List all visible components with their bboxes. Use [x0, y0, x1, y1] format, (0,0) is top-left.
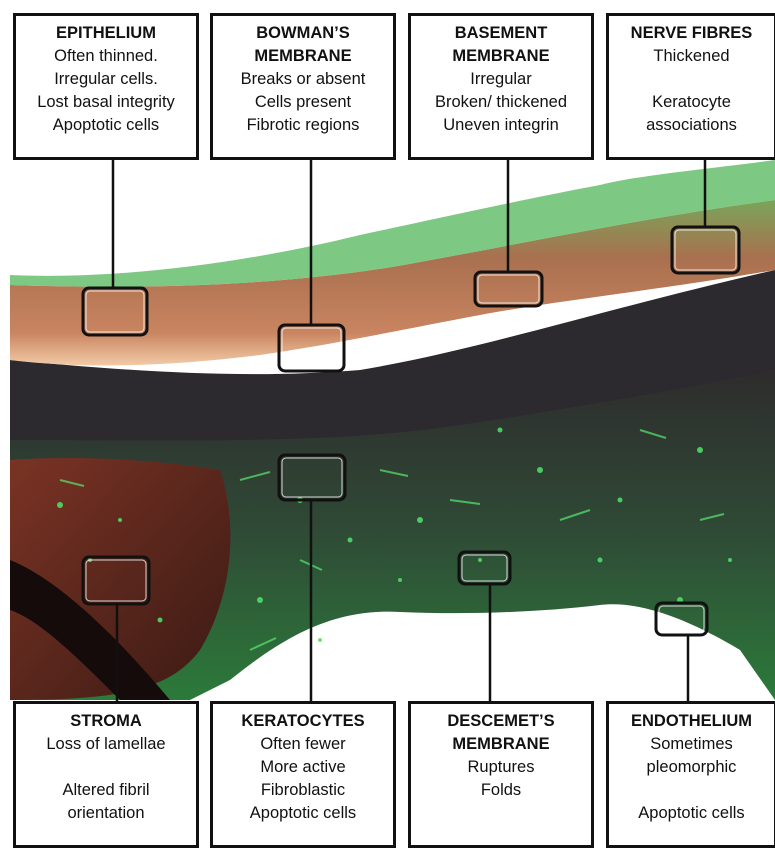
bowmans-line-2: Cells present [213, 91, 393, 114]
epithelium-title: EPITHELIUM [16, 22, 196, 45]
descemets-title-1: DESCEMET’S [411, 710, 591, 733]
nerve-fibres-line-3: Keratocyte [609, 91, 774, 114]
basement-line-1: Irregular [411, 68, 591, 91]
nerve-fibres-line-2 [609, 68, 774, 91]
stroma-line-1: Loss of lamellae [16, 733, 196, 756]
stroma-line-4: orientation [16, 802, 196, 825]
basement-line-2: Broken/ thickened [411, 91, 591, 114]
bowmans-line-1: Breaks or absent [213, 68, 393, 91]
nerve-fibres-line-1: Thickened [609, 45, 774, 68]
epithelium-line-1: Often thinned. [16, 45, 196, 68]
descemets-line-1: Ruptures [411, 756, 591, 779]
nerve-fibres-title: NERVE FIBRES [609, 22, 774, 45]
basement-line-3: Uneven integrin [411, 114, 591, 137]
epithelium-label-box: EPITHELIUM Often thinned. Irregular cell… [13, 13, 199, 160]
endothelium-line-3 [609, 779, 774, 802]
epithelium-line-4: Apoptotic cells [16, 114, 196, 137]
bowmans-membrane-label-box: BOWMAN’S MEMBRANE Breaks or absent Cells… [210, 13, 396, 160]
endothelium-line-2: pleomorphic [609, 756, 774, 779]
endothelium-line-4: Apoptotic cells [609, 802, 774, 825]
epithelium-line-2: Irregular cells. [16, 68, 196, 91]
bowmans-line-3: Fibrotic regions [213, 114, 393, 137]
basement-title-2: MEMBRANE [411, 45, 591, 68]
endothelium-label-box: ENDOTHELIUM Sometimes pleomorphic Apopto… [606, 701, 775, 848]
descemets-line-2: Folds [411, 779, 591, 802]
nerve-fibres-label-box: NERVE FIBRES Thickened Keratocyte associ… [606, 13, 775, 160]
stroma-line-2 [16, 756, 196, 779]
nerve-fibres-line-4: associations [609, 114, 774, 137]
bowmans-title-2: MEMBRANE [213, 45, 393, 68]
descemets-membrane-label-box: DESCEMET’S MEMBRANE Ruptures Folds [408, 701, 594, 848]
bowmans-title-1: BOWMAN’S [213, 22, 393, 45]
keratocytes-label-box: KERATOCYTES Often fewer More active Fibr… [210, 701, 396, 848]
keratocytes-line-4: Apoptotic cells [213, 802, 393, 825]
stroma-line-3: Altered fibril [16, 779, 196, 802]
keratocytes-line-1: Often fewer [213, 733, 393, 756]
descemets-title-2: MEMBRANE [411, 733, 591, 756]
endothelium-line-1: Sometimes [609, 733, 774, 756]
basement-membrane-label-box: BASEMENT MEMBRANE Irregular Broken/ thic… [408, 13, 594, 160]
keratocytes-line-2: More active [213, 756, 393, 779]
stroma-title: STROMA [16, 710, 196, 733]
basement-title-1: BASEMENT [411, 22, 591, 45]
epithelium-line-3: Lost basal integrity [16, 91, 196, 114]
keratocytes-title: KERATOCYTES [213, 710, 393, 733]
endothelium-title: ENDOTHELIUM [609, 710, 774, 733]
keratocytes-line-3: Fibroblastic [213, 779, 393, 802]
stroma-label-box: STROMA Loss of lamellae Altered fibril o… [13, 701, 199, 848]
